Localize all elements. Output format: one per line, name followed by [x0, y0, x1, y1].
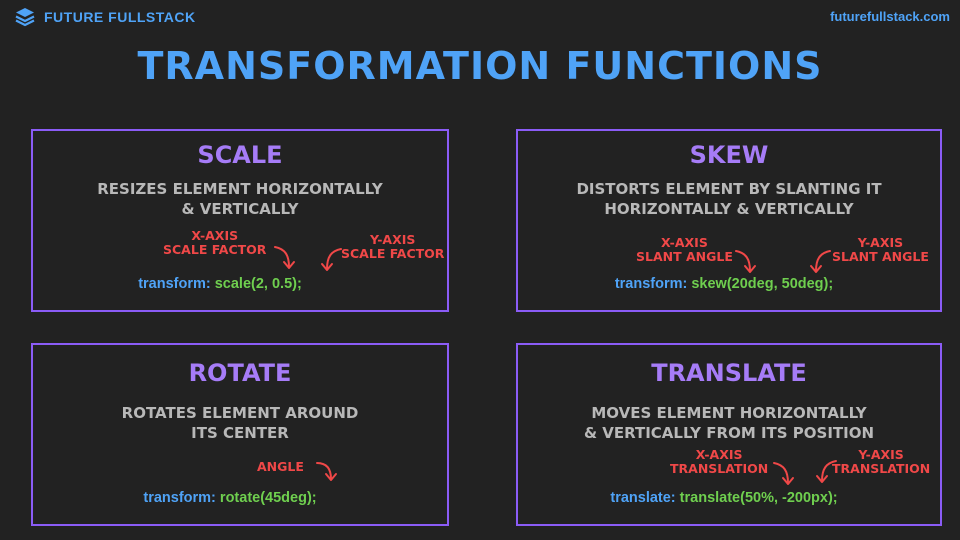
angle-annotation: ANGLE: [257, 459, 304, 474]
rotate-card: ROTATE ROTATES ELEMENT AROUND ITS CENTER…: [31, 343, 449, 526]
curved-arrow-icon: [816, 460, 837, 483]
description-line: ROTATES ELEMENT AROUND: [121, 404, 359, 422]
site-url[interactable]: futurefullstack.com: [830, 9, 950, 24]
layers-icon: [15, 8, 35, 27]
description-line: HORIZONTALLY & VERTICALLY: [604, 200, 854, 218]
css-value: skew(20deg, 50deg);: [691, 276, 834, 292]
curved-arrow-icon: [321, 248, 342, 271]
card-title: SCALE: [197, 141, 283, 169]
skew-card: SKEW DISTORTS ELEMENT BY SLANTING IT HOR…: [516, 129, 942, 312]
brand-logo: FUTURE FULLSTACK: [14, 6, 196, 28]
css-value: translate(50%, -200px);: [679, 490, 838, 506]
x-axis-annotation: X-AXIS SCALE FACTOR: [163, 228, 267, 257]
css-value: rotate(45deg);: [219, 490, 317, 506]
brand-name: FUTURE FULLSTACK: [44, 9, 196, 25]
curved-arrow-icon: [735, 250, 756, 273]
page-title: TRANSFORMATION FUNCTIONS: [137, 44, 823, 88]
card-description: MOVES ELEMENT HORIZONTALLY & VERTICALLY …: [518, 403, 940, 443]
css-property: transform:: [138, 276, 211, 292]
x-axis-annotation: X-AXIS TRANSLATION: [670, 447, 769, 476]
y-axis-annotation: Y-AXIS SCALE FACTOR: [341, 232, 445, 261]
scale-card: SCALE RESIZES ELEMENT HORIZONTALLY & VER…: [31, 129, 449, 312]
curved-arrow-icon: [274, 246, 295, 269]
card-title: SKEW: [689, 141, 769, 169]
description-line: & VERTICALLY FROM ITS POSITION: [583, 424, 875, 442]
card-description: ROTATES ELEMENT AROUND ITS CENTER: [33, 403, 447, 443]
code-snippet: transform: rotate(45deg);: [13, 490, 447, 506]
css-value: scale(2, 0.5);: [214, 276, 302, 292]
card-description: RESIZES ELEMENT HORIZONTALLY & VERTICALL…: [33, 179, 447, 219]
description-line: ITS CENTER: [191, 424, 289, 442]
curved-arrow-icon: [773, 462, 794, 485]
y-axis-annotation: Y-AXIS TRANSLATION: [832, 447, 931, 476]
css-property: translate:: [610, 490, 676, 506]
code-snippet: transform: scale(2, 0.5);: [0, 276, 447, 292]
translate-card: TRANSLATE MOVES ELEMENT HORIZONTALLY & V…: [516, 343, 942, 526]
css-property: transform:: [143, 490, 216, 506]
card-title: ROTATE: [188, 359, 292, 387]
curved-arrow-icon: [316, 462, 337, 481]
description-line: & VERTICALLY: [181, 200, 299, 218]
description-line: RESIZES ELEMENT HORIZONTALLY: [97, 180, 383, 198]
card-description: DISTORTS ELEMENT BY SLANTING IT HORIZONT…: [518, 179, 940, 219]
curved-arrow-icon: [810, 250, 831, 273]
description-line: DISTORTS ELEMENT BY SLANTING IT: [576, 180, 882, 198]
css-property: transform:: [614, 276, 688, 292]
x-axis-annotation: X-AXIS SLANT ANGLE: [636, 235, 733, 264]
card-title: TRANSLATE: [651, 359, 807, 387]
y-axis-annotation: Y-AXIS SLANT ANGLE: [832, 235, 929, 264]
code-snippet: transform: skew(20deg, 50deg);: [508, 276, 940, 292]
description-line: MOVES ELEMENT HORIZONTALLY: [591, 404, 867, 422]
code-snippet: translate: translate(50%, -200px);: [508, 490, 940, 506]
